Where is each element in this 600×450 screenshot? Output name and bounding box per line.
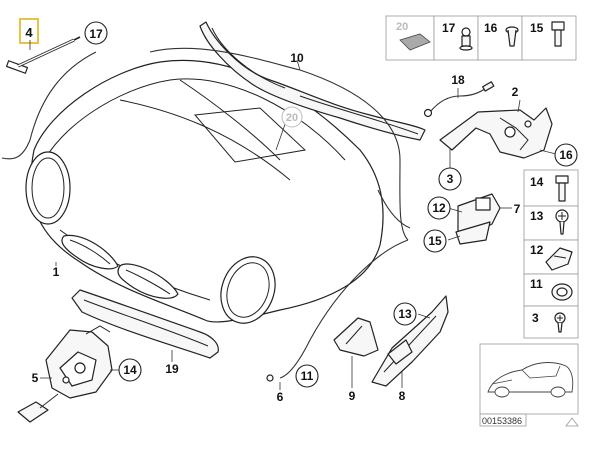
callout-9: 9: [349, 389, 356, 403]
cable-link: [377, 189, 411, 229]
screw-icon: [505, 26, 519, 47]
hood-seal-cable: [1, 51, 97, 160]
panel-label-12: 12: [530, 243, 544, 257]
callout-number: 20: [286, 112, 298, 124]
panel-label-20: 20: [396, 21, 408, 33]
gas-strut: [5, 36, 81, 74]
deflector-8: [371, 295, 449, 387]
highlight-box: [19, 18, 39, 44]
callout-20-hood: 20: [281, 106, 303, 128]
callout-10: 10: [290, 51, 304, 65]
leader-10: [296, 59, 301, 71]
callout-number: 15: [428, 234, 442, 248]
release-cable-lower: [279, 239, 409, 379]
callout-number: 12: [432, 201, 446, 215]
callout-number: 17: [89, 27, 103, 41]
callout-number: 4: [25, 25, 33, 40]
hood-latch: [17, 325, 113, 423]
callout-12: 12: [427, 196, 451, 220]
safety-catch: [455, 193, 501, 245]
panel-label-3: 3: [532, 311, 539, 325]
vehicle-thumbnail: [479, 343, 579, 415]
callout-number: 11: [301, 369, 314, 383]
image-code-box: [479, 413, 527, 427]
clip-icon: [459, 27, 473, 51]
callout-13: 13: [393, 302, 417, 326]
release-cable-upper: [149, 47, 409, 241]
grille-trim: [71, 289, 219, 359]
callout-15: 15: [423, 229, 447, 253]
grommet-icon: [551, 283, 573, 301]
callout-8: 8: [399, 389, 406, 403]
deflector-9: [333, 317, 379, 357]
callout-number: 14: [123, 363, 137, 377]
callout-4: 4: [25, 25, 33, 40]
release-bracket: [439, 107, 553, 159]
callout-3: 3: [438, 167, 462, 191]
callout-16: 16: [554, 143, 578, 167]
panel-label-15: 15: [530, 21, 544, 35]
side-parts-panel: 14 13 12 11 3: [523, 169, 579, 339]
clip-icon: [545, 247, 573, 271]
callout-17: 17: [84, 21, 108, 45]
callout-14: 14: [118, 358, 142, 382]
bowden-cable: [423, 81, 495, 118]
bolt-icon: [555, 175, 569, 202]
warning-triangle-icon: [565, 417, 579, 427]
callout-19: 19: [165, 362, 179, 376]
image-code: 00153386: [482, 416, 522, 426]
callout-18: 18: [451, 73, 465, 87]
callout-7: 7: [514, 202, 521, 216]
panel-label-11: 11: [530, 277, 543, 291]
insulation-pad: [399, 33, 431, 51]
callout-number: 3: [447, 172, 454, 186]
callout-6: 6: [277, 390, 284, 404]
panel-label-14: 14: [530, 175, 544, 189]
callout-11: 11: [295, 364, 319, 388]
leader-15: [447, 235, 461, 241]
hood-seal-strip: [199, 21, 426, 141]
callout-1: 1: [53, 265, 60, 279]
cable-end: [266, 374, 281, 390]
callout-number: 13: [398, 307, 412, 321]
screw-icon: [555, 209, 569, 235]
leader-16: [539, 149, 557, 155]
panel-label-13: 13: [530, 209, 544, 223]
hood: [25, 59, 384, 324]
callout-2: 2: [512, 85, 519, 99]
leader-2: [517, 99, 521, 113]
callout-number: 16: [559, 148, 573, 162]
screw-icon: [554, 312, 566, 333]
bolt-icon: [551, 21, 565, 47]
callout-5: 5: [32, 371, 39, 385]
top-parts-panel: 20 17 16 15: [385, 15, 577, 61]
panel-label-17: 17: [442, 21, 456, 35]
leader-13: [417, 313, 431, 319]
panel-label-16: 16: [484, 21, 498, 35]
